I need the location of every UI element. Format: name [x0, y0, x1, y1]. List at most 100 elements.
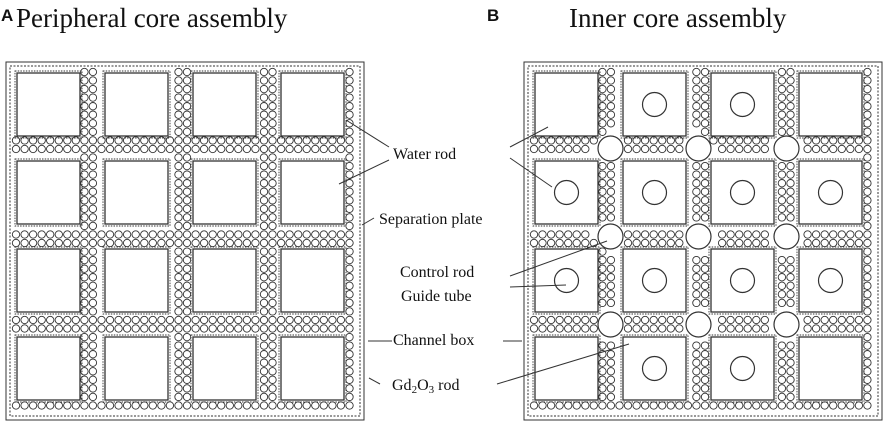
- water-rod-outline: [796, 158, 865, 227]
- fuel-rod: [846, 230, 855, 239]
- fuel-rod: [80, 187, 89, 196]
- fuel-rod: [345, 221, 354, 231]
- fuel-rod: [837, 401, 846, 410]
- fuel-rod: [46, 230, 55, 239]
- fuel-rod: [174, 76, 183, 85]
- fuel-rod: [529, 324, 539, 333]
- fuel-rod: [208, 315, 217, 325]
- fuel-rod: [165, 324, 175, 333]
- fuel-rod: [692, 290, 701, 299]
- fuel-rod-array: [11, 67, 354, 410]
- fuel-rod: [88, 358, 98, 367]
- fuel-rod: [606, 179, 616, 188]
- leader-control-rod: [509, 240, 608, 277]
- fuel-rod: [268, 375, 277, 384]
- fuel-rod: [268, 401, 277, 410]
- fuel-rod: [242, 238, 252, 248]
- fuel-rod: [700, 161, 710, 171]
- fuel-rod: [345, 401, 354, 410]
- fuel-rod: [777, 375, 787, 384]
- fuel-rod: [606, 76, 616, 85]
- fuel-rod: [28, 324, 38, 333]
- control-rod: [773, 311, 800, 338]
- fuel-rod: [345, 281, 354, 290]
- fuel-rod: [606, 298, 616, 308]
- fuel-rod: [174, 350, 183, 359]
- leader-water-rod-b1: [509, 126, 549, 148]
- fuel-rod: [692, 375, 701, 384]
- fuel-rod: [259, 281, 269, 290]
- fuel-rod: [786, 401, 795, 410]
- fuel-rod: [114, 401, 123, 410]
- fuel-rod: [285, 324, 294, 333]
- fuel-rod: [675, 238, 684, 248]
- fuel-rod: [345, 273, 354, 282]
- fuel-rod: [11, 144, 21, 154]
- fuel-rod: [268, 238, 277, 248]
- fuel-rod: [311, 144, 320, 154]
- fuel-rod: [174, 298, 183, 308]
- fuel-rod: [217, 136, 226, 145]
- fuel-rod: [234, 315, 243, 325]
- fuel-rod: [598, 102, 607, 111]
- fuel-rod: [598, 127, 607, 136]
- fuel-rod: [829, 324, 838, 333]
- water-rod-outline: [190, 70, 259, 139]
- fuel-rod: [217, 238, 226, 248]
- fuel-rod: [692, 298, 701, 308]
- fuel-rod: [225, 401, 234, 410]
- water-rod: [104, 336, 169, 401]
- fuel-rod: [700, 76, 710, 85]
- fuel-rod: [276, 238, 286, 248]
- fuel-rod: [752, 401, 761, 410]
- fuel-rod: [829, 136, 838, 145]
- fuel-rod: [182, 76, 192, 85]
- fuel-rod: [837, 238, 846, 248]
- fuel-rod: [259, 144, 269, 154]
- fuel-rod: [259, 119, 269, 128]
- fuel-rod: [777, 76, 787, 85]
- fuel-rod: [97, 401, 106, 410]
- fuel-rod: [760, 324, 769, 333]
- fuel-rod: [80, 204, 89, 213]
- fuel-rod: [285, 144, 294, 154]
- fuel-rod: [148, 401, 157, 410]
- fuel-rod: [546, 230, 556, 239]
- fuel-rod: [268, 230, 277, 239]
- fuel-rod: [598, 401, 607, 410]
- fuel-rod: [311, 324, 320, 333]
- leader-separation-plate: [361, 217, 375, 226]
- water-rod-outline: [708, 70, 777, 139]
- fuel-rod: [88, 161, 98, 171]
- fuel-rod: [863, 375, 872, 384]
- fuel-rod: [700, 170, 710, 179]
- fuel-rod: [717, 144, 727, 154]
- fuel-rod: [606, 93, 616, 102]
- fuel-rod: [555, 238, 564, 248]
- fuel-rod: [345, 136, 354, 145]
- water-rod: [104, 160, 169, 225]
- fuel-rod: [294, 144, 303, 154]
- fuel-rod: [88, 119, 98, 128]
- fuel-rod: [88, 102, 98, 111]
- fuel-rod: [259, 179, 269, 188]
- guide-tube: [641, 355, 668, 382]
- fuel-rod: [114, 315, 123, 325]
- fuel-rod: [598, 161, 607, 171]
- fuel-rod: [80, 367, 89, 376]
- fuel-rod: [345, 264, 354, 273]
- fuel-rod: [863, 290, 872, 299]
- guide-tube: [729, 267, 756, 294]
- fuel-rod: [285, 401, 294, 410]
- fuel-rod: [777, 93, 787, 102]
- fuel-rod: [700, 290, 710, 299]
- water-rod: [280, 160, 345, 225]
- fuel-rod: [54, 238, 63, 248]
- fuel-rod: [700, 264, 710, 273]
- fuel-rod: [328, 136, 337, 145]
- fuel-rod: [777, 264, 787, 273]
- fuel-rod: [234, 324, 243, 333]
- fuel-rod: [234, 230, 243, 239]
- fuel-rod: [251, 144, 260, 154]
- fuel-rod: [302, 136, 311, 145]
